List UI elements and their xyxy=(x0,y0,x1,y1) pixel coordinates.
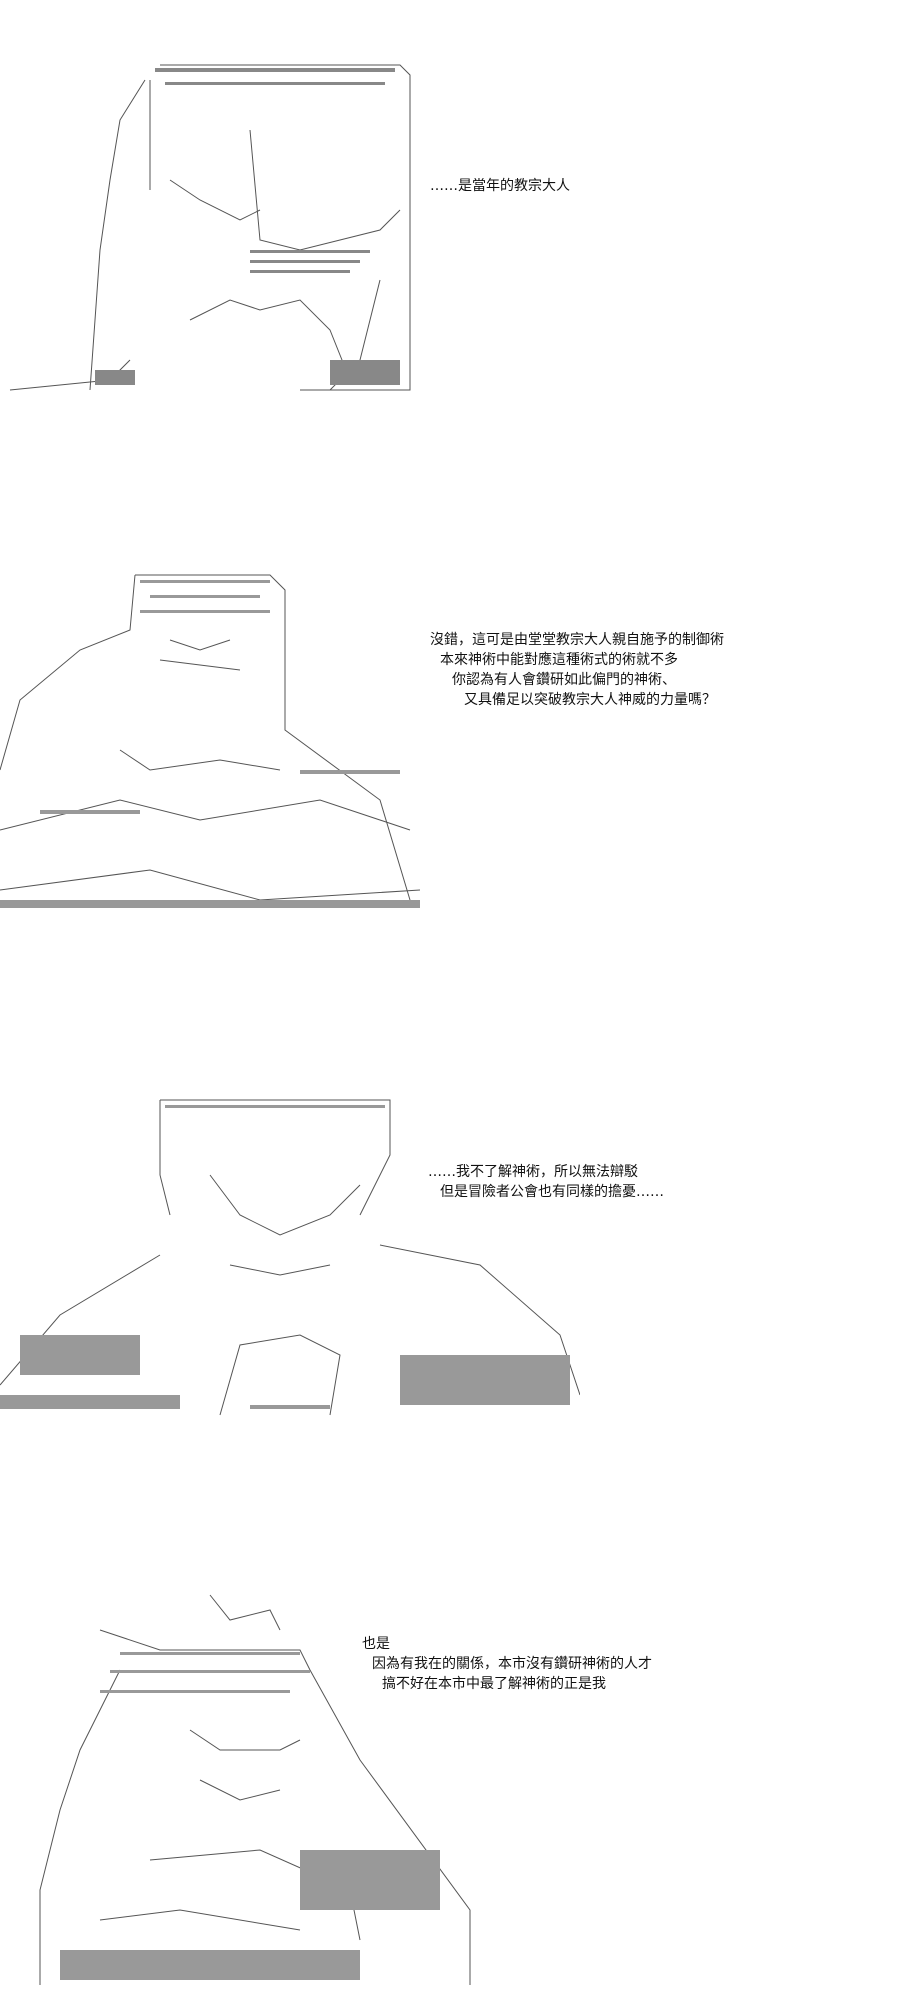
dialog-line: 你認為有人會鑽研如此偏門的神術、 xyxy=(452,672,676,688)
dialog-line: ……是當年的教宗大人 xyxy=(430,178,570,194)
dialog-line: 因為有我在的關係，本市沒有鑽研神術的人才 xyxy=(372,1656,652,1672)
dialog-line: 但是冒險者公會也有同樣的擔憂…… xyxy=(440,1184,664,1200)
ascii-art-figure-narrator xyxy=(0,1590,480,1990)
ascii-art-figure-guild-master xyxy=(0,1095,580,1420)
dialog-line: 搞不好在本市中最了解神術的正是我 xyxy=(382,1676,606,1692)
dialog-text-1: ……是當年的教宗大人 xyxy=(430,176,570,196)
panel-1: ……是當年的教宗大人 xyxy=(0,0,899,420)
panel-4: 也是 因為有我在的關係，本市沒有鑽研神術的人才 搞不好在本市中最了解神術的正是我 xyxy=(0,1590,899,2000)
dialog-line: 沒錯，這可是由堂堂教宗大人親自施予的制御術 xyxy=(430,632,724,648)
dialog-text-2: 沒錯，這可是由堂堂教宗大人親自施予的制御術 本來神術中能對應這種術式的術就不多 … xyxy=(430,630,724,710)
panel-2: 沒錯，這可是由堂堂教宗大人親自施予的制御術 本來神術中能對應這種術式的術就不多 … xyxy=(0,420,899,940)
ascii-art-figure-speaker xyxy=(0,570,420,915)
dialog-line: 也是 xyxy=(362,1636,390,1652)
dialog-line: 本來神術中能對應這種術式的術就不多 xyxy=(440,652,678,668)
panel-3: ……我不了解神術，所以無法辯駁 但是冒險者公會也有同樣的擔憂…… xyxy=(0,1060,899,1460)
dialog-text-4: 也是 因為有我在的關係，本市沒有鑽研神術的人才 搞不好在本市中最了解神術的正是我 xyxy=(362,1634,652,1694)
dialog-text-3: ……我不了解神術，所以無法辯駁 但是冒險者公會也有同樣的擔憂…… xyxy=(428,1162,664,1202)
ascii-art-figure-pope xyxy=(0,60,420,395)
dialog-line: 又具備足以突破教宗大人神威的力量嗎？ xyxy=(464,692,716,708)
dialog-line: ……我不了解神術，所以無法辯駁 xyxy=(428,1164,638,1180)
